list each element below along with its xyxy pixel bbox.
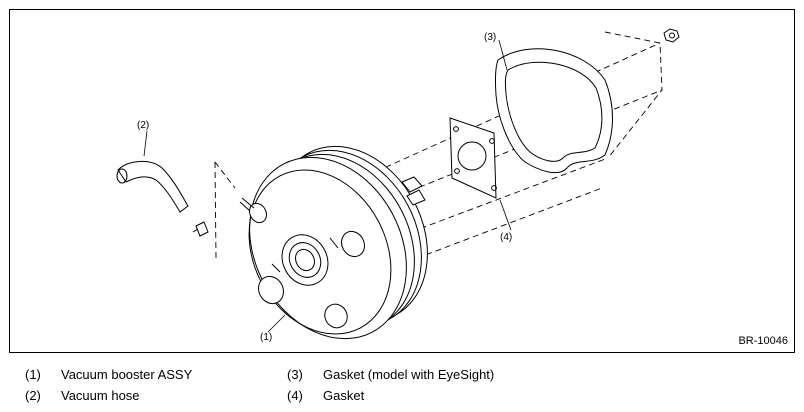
legend-label: Vacuum booster ASSY xyxy=(61,367,193,382)
callout-4: (4) xyxy=(500,232,512,243)
diagram-drawing: (3) (2) (4) (1) xyxy=(116,28,680,343)
legend: (1) Vacuum booster ASSY (2) Vacuum hose … xyxy=(0,362,804,412)
leader-lines xyxy=(143,39,512,333)
legend-label: Vacuum hose xyxy=(61,388,140,403)
legend-label: Gasket (model with EyeSight) xyxy=(323,367,495,382)
legend-number: (4) xyxy=(287,388,303,403)
legend-number: (2) xyxy=(25,388,41,403)
legend-number: (1) xyxy=(25,367,41,382)
nut xyxy=(663,28,680,43)
callout-3: (3) xyxy=(484,32,496,43)
callout-1: (1) xyxy=(260,332,272,343)
vacuum-booster xyxy=(239,145,428,340)
gasket xyxy=(449,117,497,199)
gasket-eyesight xyxy=(494,48,613,174)
exploded-view-diagram: (3) (2) (4) (1) BR-10046 xyxy=(9,9,795,353)
legend-label: Gasket xyxy=(323,388,365,403)
figure-code: BR-10046 xyxy=(738,335,788,347)
legend-number: (3) xyxy=(287,367,303,382)
callout-2: (2) xyxy=(137,120,149,131)
vacuum-hose xyxy=(116,161,209,237)
